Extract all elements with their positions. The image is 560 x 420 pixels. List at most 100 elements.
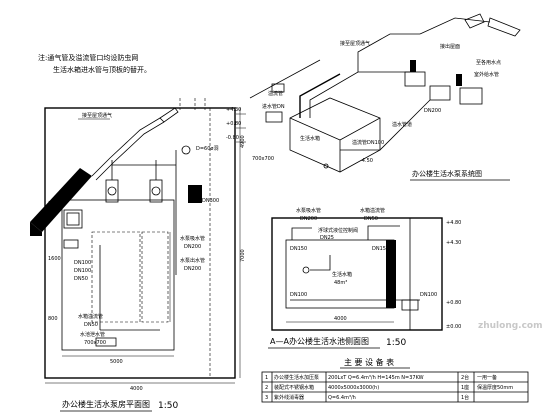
section-elev-top: +4.80 xyxy=(446,220,461,226)
system-tank-drain xyxy=(323,163,329,169)
section-elev-low: +0.80 xyxy=(446,300,461,306)
equipment-row-1-spec: 200LxT Q=6.4m³/h H=145m N=37KW xyxy=(328,375,424,381)
plan-view: 接至屋顶通气 D=60ø洞 DN300 水泵吸水管 DN200 水泵出水管 DN… xyxy=(30,98,246,412)
plan-right-column xyxy=(188,185,202,203)
plan-dim-right-mid: 7000 xyxy=(240,249,246,262)
plan-label-dn100b: DN100 xyxy=(74,268,91,274)
section-scale: 1:50 xyxy=(386,338,406,348)
section-bottom-box xyxy=(401,299,419,311)
plan-dim-inner-text: 5000 xyxy=(110,359,123,365)
section-label-float-size: DN50 xyxy=(364,216,378,222)
plan-pump-2-motor xyxy=(151,186,161,196)
system-label-overflow: 溢流管DN100 xyxy=(352,139,384,146)
equipment-row-2-qty: 1座 xyxy=(461,384,469,391)
system-label-water: 溢水管道 xyxy=(392,121,412,128)
plan-dim-total-text: 4000 xyxy=(130,386,143,392)
system-elev-2: +0.80 xyxy=(226,121,241,127)
system-vent-diag xyxy=(419,17,491,35)
equipment-row-3-spec: Q=6.4m³/h xyxy=(328,395,356,401)
plan-label-bottom-size: 700x700 xyxy=(84,340,106,346)
plan-wall-foot xyxy=(30,222,42,236)
equipment-row-2-note: 保温厚度50mm xyxy=(477,384,513,391)
equipment-row-1-qty: 2台 xyxy=(461,374,469,381)
system-pipe-vent xyxy=(357,33,420,72)
plan-label-pump: 水泵吸水管 xyxy=(180,235,205,242)
system-view: 接至屋顶通气 接出屋面 至各用水点 室外给水管 溢流管 进水管DN 生活水箱 溢… xyxy=(226,13,521,181)
system-label-pump-room: 室外给水管 xyxy=(474,71,499,78)
system-elev-4: -4.50 xyxy=(360,158,373,164)
section-label-top-pipe: 水泵吸水管 xyxy=(296,207,321,214)
section-outer-wall xyxy=(271,217,443,331)
plan-dim-left-c: 800 xyxy=(48,316,58,322)
section-pipe-left xyxy=(291,227,312,240)
equipment-row-2-name: 装配式不锈钢水箱 xyxy=(274,384,314,391)
plan-label-bottom: 水池泄水管 xyxy=(80,331,105,338)
equipment-row-3-no: 3 xyxy=(265,395,268,401)
section-label-top-pipe-size: DN200 xyxy=(300,216,317,222)
plan-control-cabinet-inner xyxy=(66,212,80,226)
system-uv xyxy=(459,87,483,105)
section-label-float-pipe: 水箱溢流管 xyxy=(360,207,385,214)
system-pipe-up xyxy=(309,71,410,118)
system-tank-edge-1 xyxy=(289,117,341,141)
plan-dim-left-a: 1000 xyxy=(48,201,61,207)
equipment-row-3-qty: 1台 xyxy=(461,394,469,401)
note-line-1: 注:通气管及溢流管口均设防虫网 xyxy=(38,53,138,62)
system-elev-1: +4.30 xyxy=(226,107,241,113)
plan-label-dia: D=60ø洞 xyxy=(196,145,218,152)
equipment-row-2-spec: 4000x5000x3000(h) xyxy=(328,385,379,391)
system-label-roof-pipe: 接出屋面 xyxy=(440,43,460,50)
plan-label-drain-size: DN200 xyxy=(184,266,201,272)
system-vent-cap xyxy=(487,17,521,37)
system-tank-edge-2 xyxy=(339,117,381,141)
section-view: 4000 水泵吸水管 DN200 水箱溢流管 DN50 浮球式液位控制阀 DN2… xyxy=(268,207,461,349)
system-pipe-out xyxy=(340,99,431,151)
plan-tank-dashed-2 xyxy=(141,231,169,323)
note-line-2: 生活水箱进水管与顶板的替开。 xyxy=(53,65,151,74)
system-label-pump-out: 至各用水点 xyxy=(476,59,501,66)
section-float-ball xyxy=(302,266,310,274)
plan-vent-line-2 xyxy=(95,121,165,181)
section-label-mid: 浮球式液位控制阀 xyxy=(318,227,358,234)
section-label-tank: 生活水箱 xyxy=(332,271,352,278)
system-pump-2-motor xyxy=(456,74,462,86)
plan-room-outline xyxy=(44,107,236,379)
section-title: A—A办公楼生活水池侧面图 xyxy=(270,336,369,346)
plan-title: 办公楼生活水泵房平面图 xyxy=(62,399,150,409)
plan-vent-line xyxy=(91,117,161,177)
plan-valve-1 xyxy=(63,239,79,249)
plan-label-drain: 水泵出水管 xyxy=(180,257,205,264)
plan-label-dn300: DN300 xyxy=(202,198,219,204)
section-pipe-right xyxy=(367,225,400,240)
equipment-row-3-name: 紫外线消毒器 xyxy=(274,394,304,401)
plan-label-vent: 接至屋顶通气 xyxy=(82,112,112,119)
equipment-row-1-note: 一用一备 xyxy=(477,374,497,381)
plan-pump-1-motor xyxy=(107,186,117,196)
system-overflow-box xyxy=(265,111,283,123)
section-label-mid-size: DN25 xyxy=(320,235,334,241)
plan-label-float-size: DN50 xyxy=(84,322,98,328)
plan-vent-cap xyxy=(159,107,179,123)
plan-label-dn100a: DN100 xyxy=(74,260,91,266)
plan-control-cabinet xyxy=(63,209,83,229)
section-label-left-size: DN150 xyxy=(290,246,307,252)
system-pump-1 xyxy=(404,71,426,87)
section-label-right-size: DN150 xyxy=(372,246,389,252)
system-label-size: 700x700 xyxy=(252,156,274,162)
plan-label-float: 水箱溢流管 xyxy=(78,313,103,320)
system-pump-1-motor xyxy=(410,60,416,72)
system-label-valve: 溢流管 xyxy=(268,90,283,97)
section-label-bottom-left: DN100 xyxy=(290,292,307,298)
system-label-tank: 生活水箱 xyxy=(300,135,320,142)
section-dim-text: 4000 xyxy=(334,316,347,322)
plan-dim-left-b: 1600 xyxy=(48,256,61,262)
system-label-inlet: 进水管DN xyxy=(262,103,285,110)
system-title: 办公楼生活水泵系统图 xyxy=(412,169,482,178)
section-float-arm xyxy=(310,255,331,271)
plan-tank-dashed xyxy=(91,231,141,323)
equipment-row-2-no: 2 xyxy=(265,385,268,391)
system-valve xyxy=(271,83,285,93)
plan-label-dn50: DN50 xyxy=(74,276,88,282)
plan-hole-circle xyxy=(181,145,191,155)
